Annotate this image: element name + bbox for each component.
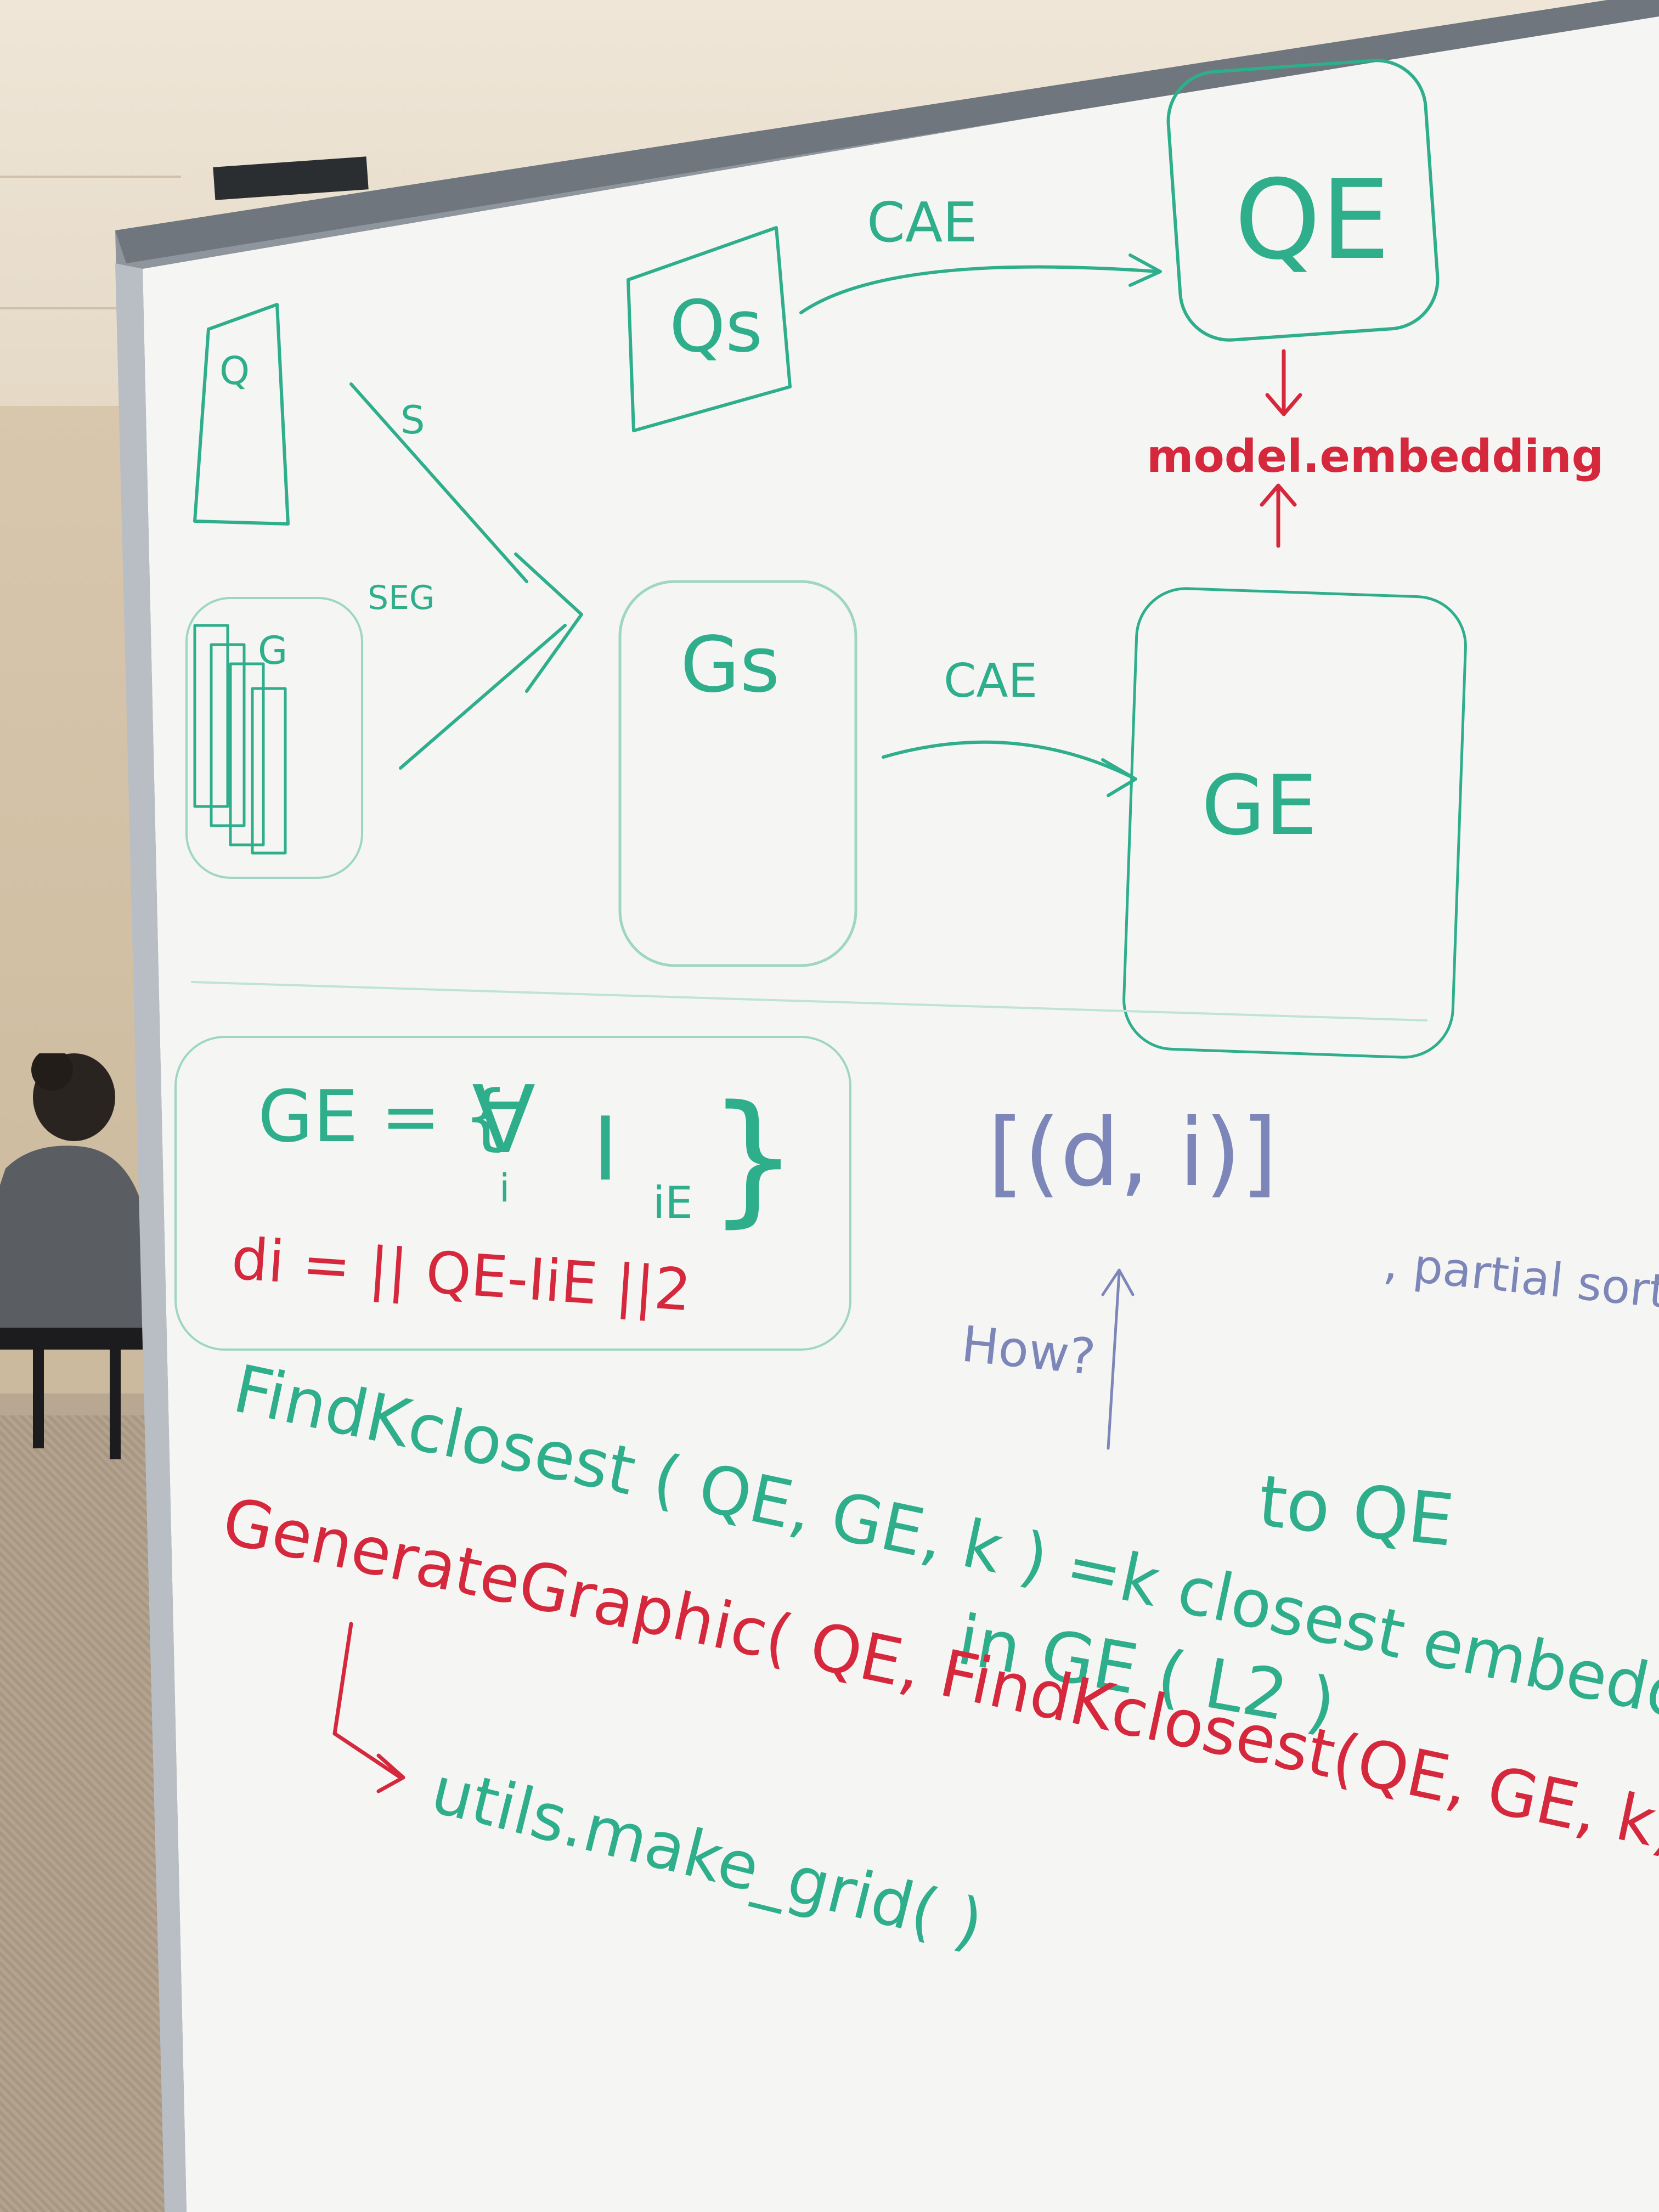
distance-equation: di = || QE-IiE ||2 xyxy=(229,1225,693,1324)
qe-label: QE xyxy=(1234,156,1390,284)
gallery-card xyxy=(229,662,265,847)
cae-mid-arrow xyxy=(882,740,1137,797)
seg-label: SEG xyxy=(368,579,435,617)
distance-index-pairs: [(d, i)] xyxy=(988,1099,1278,1207)
cae-top-arrow xyxy=(799,253,1162,314)
gs-label: Gs xyxy=(680,620,780,710)
ge-box xyxy=(1122,587,1467,1059)
up-arrow-to-embedding xyxy=(1260,483,1297,548)
model-embedding-label: model.embedding xyxy=(1147,431,1604,483)
ceiling-tile-seam xyxy=(0,307,181,309)
image-embedding: I xyxy=(592,1098,618,1200)
section-divider xyxy=(191,981,1427,1022)
gallery-group xyxy=(185,597,363,879)
qe-box xyxy=(1166,59,1440,342)
gallery-label: G xyxy=(258,628,287,673)
cae-top-label: CAE xyxy=(867,190,977,255)
image-embedding-subscript: iE xyxy=(653,1177,693,1228)
set-close-brace: } xyxy=(708,1075,798,1241)
partial-sort-note: , partial sort! xyxy=(1381,1235,1659,1321)
gallery-card xyxy=(251,687,287,855)
qs-box xyxy=(627,226,792,432)
s-arrow xyxy=(349,382,583,693)
how-note: How? xyxy=(959,1315,1098,1386)
make-grid-line: utils.make_grid( ) xyxy=(424,1752,990,1962)
cae-mid-label: CAE xyxy=(944,654,1037,708)
forall-subscript: i xyxy=(499,1166,510,1211)
down-arrow-to-embedding xyxy=(1265,349,1302,416)
gallery-card xyxy=(210,643,246,827)
to-qe-note: to QE xyxy=(1255,1459,1458,1562)
forall-symbol: ∀ xyxy=(472,1066,535,1175)
ge-set-eq: GE = { xyxy=(258,1075,509,1158)
return-arrow xyxy=(332,1622,405,1793)
ceiling-tile-seam xyxy=(0,176,181,178)
query-box xyxy=(193,303,290,526)
how-up-arrow xyxy=(1101,1268,1135,1450)
ge-definition-box xyxy=(174,1036,851,1351)
query-label: Q xyxy=(219,348,250,393)
gs-box xyxy=(618,580,857,967)
s-label: S xyxy=(400,398,425,443)
seated-person xyxy=(0,1053,148,1459)
qs-label: Qs xyxy=(669,285,763,368)
seg-arrow xyxy=(399,624,567,770)
ge-label: GE xyxy=(1201,758,1317,854)
